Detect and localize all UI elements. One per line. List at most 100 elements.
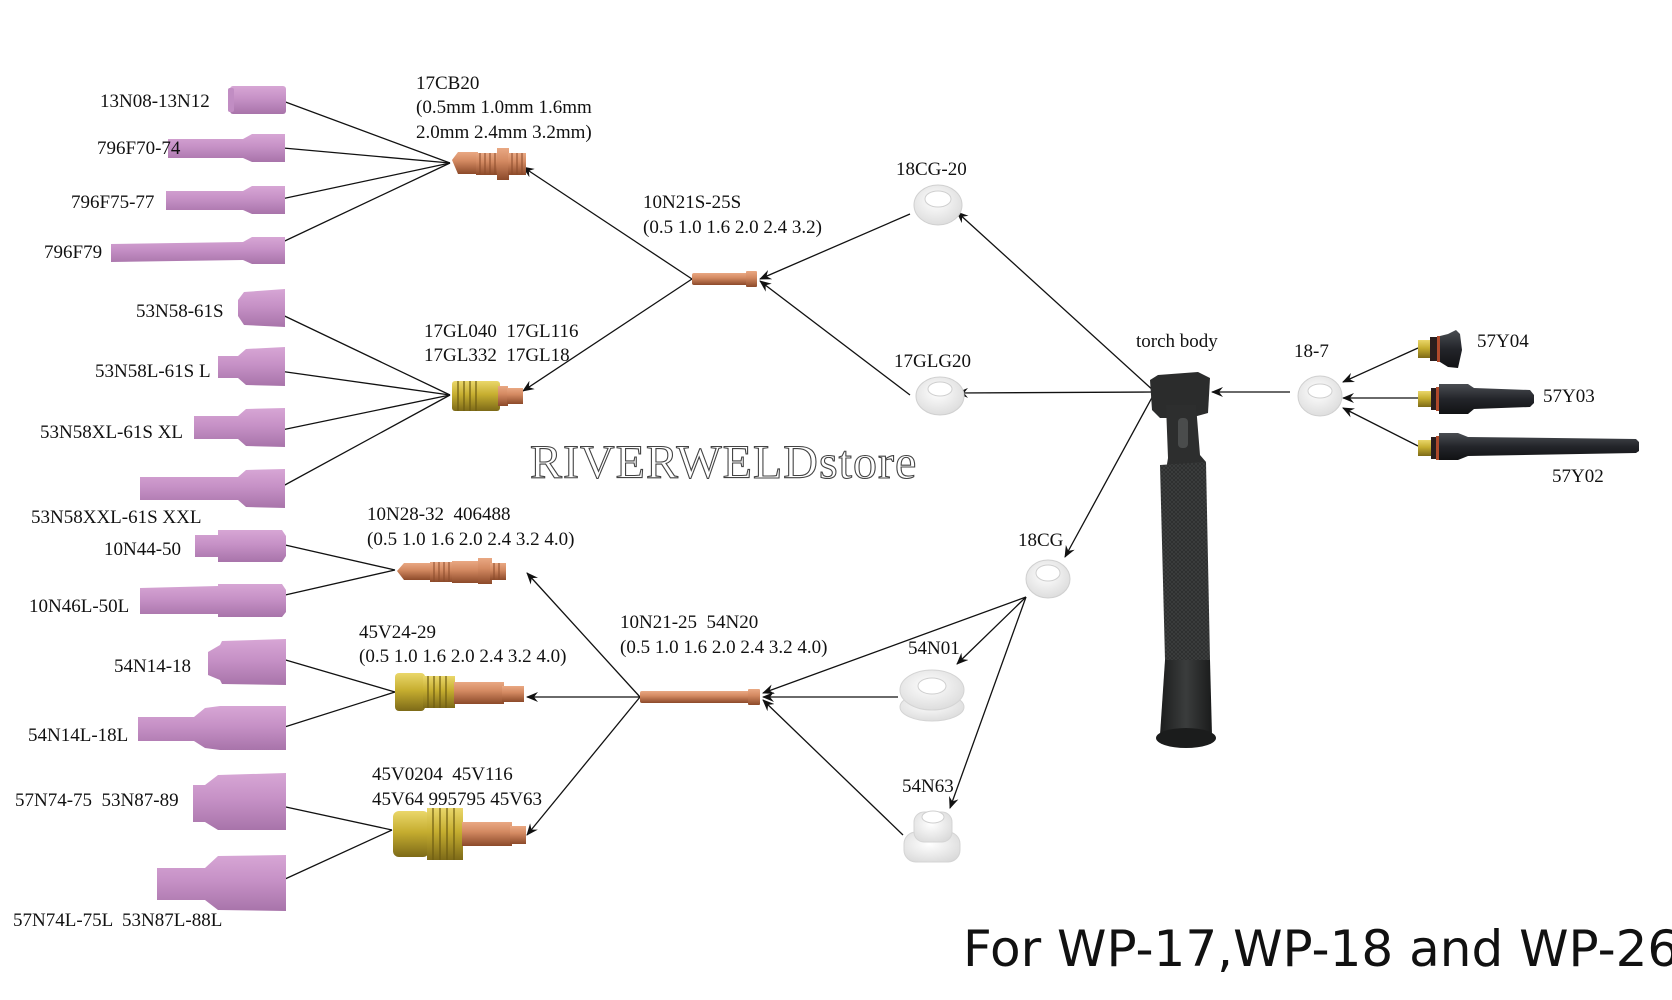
collet-body-label: 2.0mm 2.4mm 3.2mm): [416, 122, 592, 143]
arrow-collet-to-17cb20: [522, 166, 693, 280]
collet-body-label: 17GL332 17GL18: [424, 345, 570, 366]
cup-54n14[interactable]: [208, 639, 286, 685]
arrow-to-cup-54n14l: [271, 691, 396, 733]
collet-labels: 10N21S-25S (0.5 1.0 1.6 2.0 2.4 3.2) 10N…: [620, 192, 827, 658]
cup-label: 57N74L-75L 53N87L-88L: [13, 910, 222, 931]
collet-body-labels: 17CB20 (0.5mm 1.0mm 1.6mm 2.0mm 2.4mm 3.…: [359, 73, 592, 810]
cup-label: 53N58XL-61S XL: [40, 422, 183, 443]
arrow-17glg20-to-collet: [759, 280, 911, 396]
cup-label: 796F79: [44, 242, 102, 263]
collet-body-17gl[interactable]: [452, 381, 523, 411]
cup-label: 57N74-75 53N87-89: [15, 790, 179, 811]
arrow-collet-to-10n28: [526, 572, 641, 698]
cup-10n44[interactable]: [195, 530, 286, 562]
arrow-57y02-to-187: [1342, 407, 1419, 447]
cup-53n58[interactable]: [238, 289, 285, 327]
cup-796f79[interactable]: [111, 237, 285, 264]
arrow-to-cup-10n44: [271, 539, 396, 571]
insulator-18cg20[interactable]: [913, 184, 963, 226]
insulator-label: 18CG: [1018, 530, 1064, 551]
back-cap-label: 57Y04: [1477, 331, 1529, 352]
arrow-54n63-to-collet: [762, 699, 904, 836]
cup-label: 53N58XXL-61S XXL: [31, 507, 201, 528]
insulator-54n63[interactable]: [903, 810, 961, 863]
insulator-17glg20[interactable]: [915, 376, 965, 416]
collet-body-17cb20[interactable]: [452, 148, 526, 180]
collet-label: 10N21S-25S: [643, 192, 741, 213]
cup-10n46l[interactable]: [140, 584, 286, 617]
insulator-label: 18CG-20: [896, 159, 967, 180]
cup-label: 54N14-18: [114, 656, 191, 677]
collet-body-45v0204[interactable]: [393, 808, 526, 860]
cup-labels: 13N08-13N12 796F70-74 796F75-77 796F79 5…: [13, 91, 224, 931]
cup-53n58l[interactable]: [218, 347, 285, 386]
back-cap-label: 57Y03: [1543, 386, 1595, 407]
cup-53n58xl[interactable]: [194, 408, 285, 447]
cup-13n08[interactable]: [228, 86, 286, 114]
arrow-18cg-to-54n63: [949, 596, 1027, 809]
back-cap-57y02[interactable]: [1418, 433, 1639, 460]
collet-body-label: (0.5mm 1.0mm 1.6mm: [416, 97, 592, 118]
cup-57n74[interactable]: [193, 773, 286, 830]
insulator-18-7-label: 18-7: [1294, 341, 1329, 362]
back-cap-57y04[interactable]: [1418, 330, 1462, 368]
back-cap-57y03[interactable]: [1418, 384, 1534, 414]
cup-label: 796F75-77: [71, 192, 154, 213]
cup-54n14l[interactable]: [138, 706, 286, 750]
arrow-to-cup-796f70: [271, 143, 451, 164]
cup-796f75[interactable]: [166, 186, 285, 214]
arrow-18cg20-to-collet: [759, 213, 911, 280]
arrow-to-cup-10n46l: [271, 569, 396, 601]
arrow-torch-to-17glg20: [956, 387, 1156, 398]
arrow-to-cup-796f75: [271, 162, 451, 204]
arrow-to-cup-13n08: [271, 96, 451, 164]
insulator-label: 54N01: [908, 638, 960, 659]
cup-label: 10N46L-50L: [29, 596, 129, 617]
arrow-torch-to-18cg20: [956, 211, 1156, 393]
cup-57n74l[interactable]: [157, 855, 286, 911]
insulators: [899, 184, 1343, 863]
collet-body-label: (0.5 1.0 1.6 2.0 2.4 3.2 4.0): [359, 646, 566, 667]
arrow-to-cup-796f79: [271, 162, 451, 248]
cup-label: 10N44-50: [104, 539, 181, 560]
collet-10n21s[interactable]: [692, 271, 757, 287]
cup-53n58xxl[interactable]: [140, 469, 285, 508]
cup-796f70[interactable]: [168, 134, 285, 162]
collet-body-10n28[interactable]: [397, 558, 506, 584]
arrow-to-cup-53n58: [271, 309, 451, 396]
collet-body-label: 17CB20: [416, 73, 479, 94]
collet-body-label: 45V24-29: [359, 622, 436, 643]
insulator-18cg[interactable]: [1025, 559, 1071, 599]
collet-10n21[interactable]: [640, 689, 760, 705]
arrow-to-cup-53n58xl: [271, 394, 451, 435]
cup-label: 54N14L-18L: [28, 725, 128, 746]
cup-label: 796F70-74: [97, 138, 181, 159]
arrow-to-cup-53n58xxl: [271, 394, 451, 493]
collet-label: (0.5 1.0 1.6 2.0 2.4 3.2 4.0): [620, 637, 827, 658]
arrow-18cg-to-54n01: [956, 596, 1027, 665]
collet-body-label: 45V0204 45V116: [372, 764, 513, 785]
arrow-57y04-to-187: [1342, 347, 1419, 383]
insulator-54n01[interactable]: [899, 669, 965, 722]
insulator-labels: 18CG-20 17GLG20 18CG 54N01 54N63: [894, 159, 1064, 797]
arrow-to-cup-54n14: [271, 654, 396, 693]
insulator-18-7[interactable]: [1297, 375, 1343, 417]
collet-body-45v24[interactable]: [395, 673, 524, 711]
torch-body[interactable]: [1150, 372, 1216, 748]
back-caps: [1418, 330, 1639, 460]
arrow-18cg-to-collet: [762, 596, 1027, 694]
collets: [640, 271, 760, 705]
torch-body-label: torch body: [1136, 331, 1218, 352]
collet-body-label: (0.5 1.0 1.6 2.0 2.4 3.2 4.0): [367, 529, 574, 550]
arrow-collet-to-45v0204: [526, 696, 641, 836]
collet-body-label: 10N28-32 406488: [367, 504, 511, 525]
arrow-collet-to-17gl: [522, 278, 693, 392]
collet-body-label: 17GL040 17GL116: [424, 321, 578, 342]
cup-label: 53N58-61S: [136, 301, 224, 322]
collet-bodies: [393, 148, 526, 860]
collet-label: 10N21-25 54N20: [620, 612, 758, 633]
watermark: RIVERWELDstore: [530, 436, 917, 489]
insulator-label: 54N63: [902, 776, 954, 797]
collet-body-label: 45V64 995795 45V63: [372, 789, 542, 810]
